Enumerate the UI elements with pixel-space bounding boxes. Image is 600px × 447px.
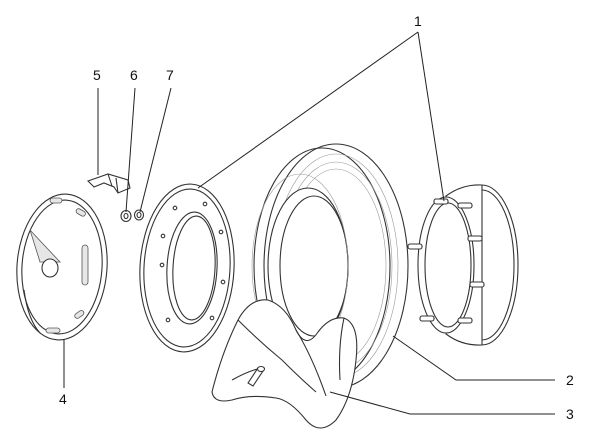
rim-half-outer <box>139 183 235 353</box>
callout-5: 5 <box>93 67 101 83</box>
bracket <box>86 173 131 194</box>
callout-2: 2 <box>566 372 574 388</box>
callout-3: 3 <box>566 406 574 422</box>
rim-half-inner <box>407 184 519 346</box>
callout-6: 6 <box>130 67 138 83</box>
leader-lines <box>63 31 555 415</box>
callout-4: 4 <box>59 391 67 407</box>
callout-7: 7 <box>166 67 174 83</box>
inner-tube <box>211 299 358 429</box>
washer <box>133 209 145 221</box>
rim-studs <box>407 198 485 324</box>
callout-labels: 1 5 6 7 4 2 3 <box>59 13 574 422</box>
tyre <box>251 143 409 389</box>
nut <box>120 209 132 223</box>
callout-1: 1 <box>414 13 422 29</box>
hub-cap <box>16 193 108 341</box>
